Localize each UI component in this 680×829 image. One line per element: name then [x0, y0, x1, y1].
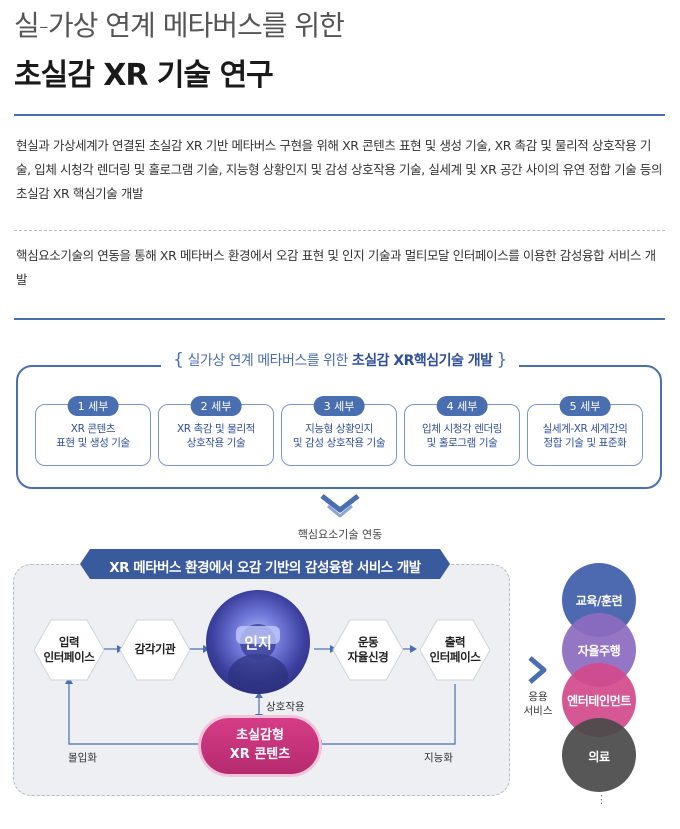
item-line2: 표현 및 생성 기술: [56, 437, 130, 449]
core-heading-prefix: 실가상 연계 메타버스를 위한: [187, 353, 348, 369]
item-badge: 5 세부: [559, 396, 611, 416]
item-line1: XR 촉감 및 물리적: [176, 423, 256, 435]
service-circle-medical: [562, 718, 636, 792]
item-line1: 입체 시청각 렌더링: [422, 423, 502, 435]
service-label: 의료: [588, 750, 610, 764]
vr-headset-icon: [228, 624, 288, 694]
motor-line1: 운동: [357, 635, 379, 649]
service-paragraph: 핵심요소기술의 연동을 통해 XR 메타버스 환경에서 오감 표현 및 인지 기…: [16, 248, 656, 287]
services-label-line2: 서비스: [523, 705, 553, 717]
item-line1: XR 콘텐츠: [70, 423, 116, 435]
cognition-label: 인지: [244, 634, 272, 652]
output-line1: 출력: [444, 635, 466, 649]
output-line2: 인터페이스: [429, 650, 481, 664]
banner-text: XR 메타버스 환경에서 오감 기반의 감성융합 서비스 개발: [109, 560, 421, 576]
more-dots-icon: ⋮: [596, 793, 607, 806]
service-label: 교육/훈련: [575, 594, 623, 608]
item-line2: 정합 기술 및 표준화: [543, 437, 627, 449]
intelligence-label: 지능화: [424, 752, 453, 764]
intro-paragraph: 현실과 가상세계가 연결된 초실감 XR 기반 메타버스 구현을 위해 XR 콘…: [16, 138, 663, 201]
motor-node: [332, 619, 404, 681]
service-label: 자율주행: [577, 644, 621, 658]
core-tech-heading: { 실가상 연계 메타버스를 위한 초실감 XR핵심기술 개발 }: [0, 350, 680, 370]
sensory-organ-label: 감각기관: [134, 642, 176, 656]
brace-right: }: [496, 350, 508, 370]
motor-line2: 자율신경: [347, 650, 389, 664]
output-interface-node: [419, 619, 491, 681]
item-badge: 2 세부: [190, 396, 242, 416]
input-line2: 인터페이스: [43, 650, 95, 664]
brace-left: {: [173, 350, 184, 370]
item-line1: 지능형 상황인지: [305, 423, 373, 435]
cognition-circle: [206, 590, 310, 694]
page-title: 초실감 XR 기술 연구: [14, 58, 274, 93]
item-line2: 및 홀로그램 기술: [426, 437, 498, 449]
top-divider: [14, 114, 665, 116]
content-line1: 초실감형: [236, 728, 284, 743]
services-label-line1: 응용: [528, 691, 548, 703]
title-line-1: 실-가상 연계 메타버스를 위한: [14, 9, 345, 42]
sensory-organ-node: [119, 619, 191, 681]
immersion-label: 몰입화: [68, 752, 97, 764]
item-line2: 및 감성 상호작용 기술: [292, 437, 386, 449]
core-heading-bold: 초실감 XR핵심기술 개발: [351, 353, 493, 369]
chevron-right-icon: [528, 656, 547, 684]
input-line1: 입력: [58, 635, 80, 649]
service-label: 엔터테인먼트: [567, 694, 631, 708]
xr-content-pill: [201, 718, 319, 774]
link-label: 핵심요소기술 연동: [297, 528, 383, 541]
chevron-down-icon: [320, 494, 360, 518]
paragraph-divider: [14, 230, 665, 231]
item-badge: 3 세부: [313, 396, 365, 416]
mid-divider: [14, 318, 665, 320]
interaction-label: 상호작용: [266, 701, 305, 713]
input-interface-node: [33, 619, 105, 681]
item-line1: 실세계-XR 세계간의: [542, 423, 628, 435]
item-badge: 1 세부: [67, 396, 119, 416]
service-banner: [80, 549, 450, 579]
item-badge: 4 세부: [436, 396, 488, 416]
content-line2: XR 콘텐츠: [229, 747, 291, 762]
item-line2: 상호작용 기술: [186, 437, 246, 449]
